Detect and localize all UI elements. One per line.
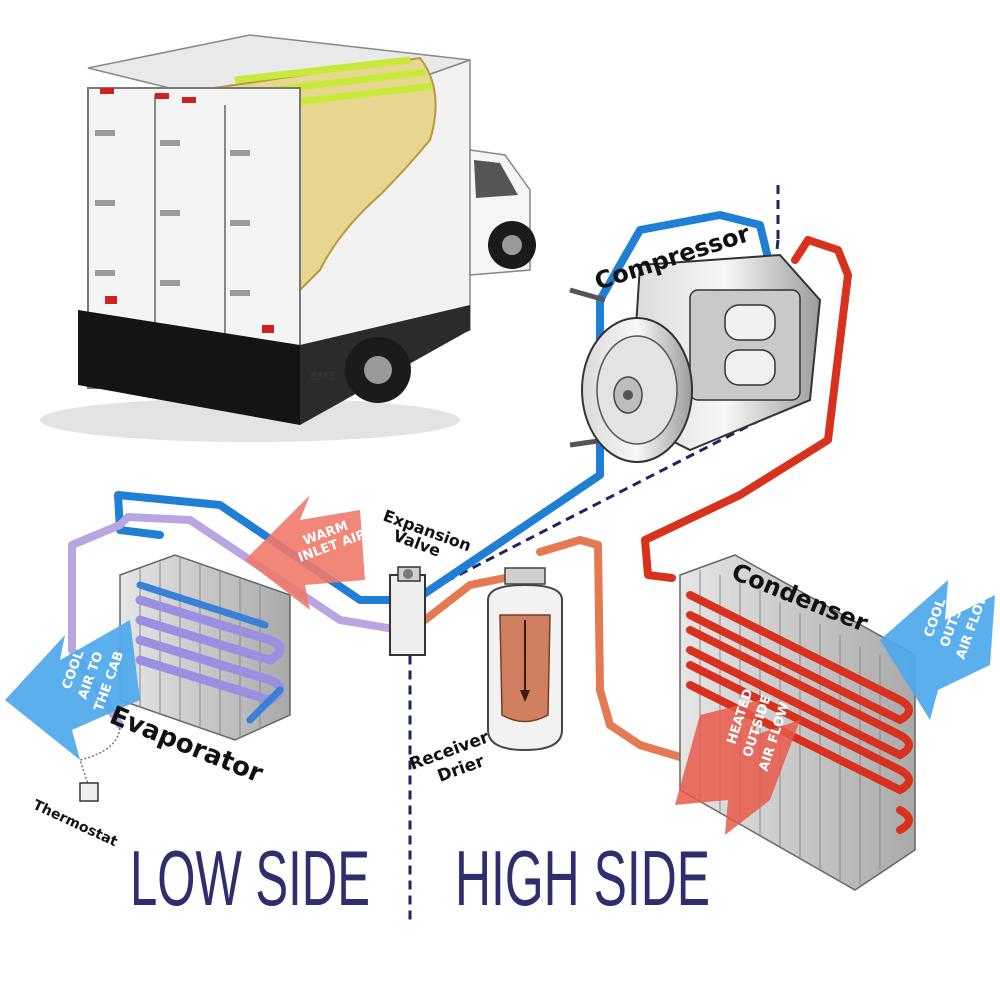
truck-badge: EME [310,370,336,383]
discharge-line [641,236,852,582]
refrigerated-truck: EME [40,34,536,442]
cool-air-to-cab-arrow: COOL AIR TO THE CAB [5,620,140,760]
evaporator [119,554,291,741]
warm-inlet-air-arrow: WARM INLET AIR [245,495,368,610]
cool-outside-air-arrow: COOL OUTSIDE AIR FLOW [880,580,995,720]
low-side-label: LOW SIDE [130,834,370,922]
thermostat-label: Thermostat [30,797,120,850]
high-side-label: HIGH SIDE [455,834,710,922]
liquid-line-high [421,536,694,764]
receiver-drier [487,567,563,752]
thermostat [79,724,121,802]
compressor [569,253,822,463]
suction-line [114,211,772,604]
expansion-valve [389,566,426,656]
